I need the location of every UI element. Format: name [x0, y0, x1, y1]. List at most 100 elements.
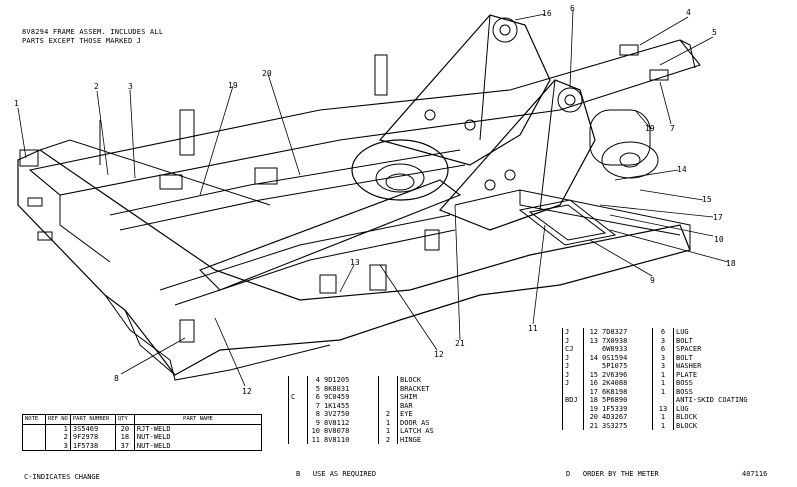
cell-note: J — [562, 362, 584, 371]
cell-name: NUT-WELD — [133, 441, 262, 451]
header-note: NOTE — [25, 416, 39, 423]
cell-name: SPACER — [676, 345, 702, 354]
callout-14: 14 — [677, 165, 687, 174]
callout-16: 16 — [542, 9, 552, 18]
cell-ref: 7 — [315, 401, 320, 410]
cell-ref: 9 — [315, 418, 320, 427]
cell-name: BOLT — [676, 336, 693, 345]
cell-part: 3V2750 — [322, 410, 379, 419]
callout-6: 6 — [570, 4, 575, 13]
cell-ref: 8 — [315, 410, 320, 419]
cell-qty: 1 — [652, 387, 674, 396]
cell-part: 6K8198 — [600, 387, 653, 396]
callout-19a: 19 — [645, 124, 655, 133]
cell-note — [23, 433, 46, 442]
main-frame-outline — [17, 14, 701, 381]
left-table-footnote: C-INDICATES CHANGE — [24, 473, 100, 481]
cell-ref: 10 — [311, 427, 320, 436]
cell-name: BOSS — [676, 379, 693, 388]
cell-name: PLATE — [676, 370, 698, 379]
cell-ref: 1 — [45, 424, 71, 433]
cell-name: EYE — [400, 410, 413, 419]
header-part-number: PART NUMBER — [69, 414, 116, 424]
cell-name: DOOR AS — [400, 418, 430, 427]
callout-3: 3 — [128, 82, 133, 91]
cell-qty: 18 — [114, 433, 135, 442]
cell-part: 7D8327 — [600, 328, 653, 337]
cell-name: BOLT — [676, 353, 693, 362]
cell-qty: 1 — [378, 418, 398, 427]
cell-name: NUT-WELD — [133, 433, 262, 442]
cell-note — [288, 401, 308, 410]
cell-note — [288, 376, 308, 385]
cell-note — [562, 404, 584, 413]
cell-part: 9D1205 — [322, 376, 379, 385]
callout-1: 1 — [14, 99, 19, 108]
callout-19b: 19 — [228, 81, 238, 90]
cell-part: 3S3275 — [600, 421, 653, 430]
callout-18: 18 — [726, 259, 736, 268]
callout-17: 17 — [713, 213, 723, 222]
callout-5: 5 — [712, 28, 717, 37]
cell-note: CJ — [562, 345, 584, 354]
cell-part: 6W8933 — [600, 345, 653, 354]
cell-name: BLOCK — [676, 421, 698, 430]
cell-name: BLOCK — [676, 413, 698, 422]
callout-8: 8 — [114, 374, 119, 383]
cell-part: 8V8078 — [322, 427, 379, 436]
cell-qty: 6 — [652, 345, 674, 354]
cell-name: LATCH AS — [400, 427, 434, 436]
cell-part: 0S1594 — [600, 353, 653, 362]
callout-10: 10 — [714, 235, 724, 244]
cell-part: 3S5469 — [69, 424, 116, 433]
cell-qty — [378, 393, 398, 402]
callout-leaders — [17, 9, 729, 387]
cell-qty — [378, 376, 398, 385]
cell-part: 1F5738 — [69, 441, 116, 451]
cell-qty: 1 — [652, 421, 674, 430]
cell-name: BLOCK — [400, 376, 422, 385]
center-table-footnote: B USE AS REQUIRED — [296, 470, 377, 478]
cell-ref: 11 — [311, 435, 320, 444]
cell-ref: 2 — [45, 433, 71, 442]
cell-note — [288, 384, 308, 393]
callout-11: 11 — [528, 324, 538, 333]
cell-ref — [584, 362, 601, 371]
right-table-footnote: D ORDER BY THE METER — [566, 470, 659, 478]
cell-part: 8K8031 — [322, 384, 379, 393]
cell-ref: 6 — [315, 393, 320, 402]
cell-qty: 37 — [114, 441, 135, 451]
cell-ref: 12 — [589, 328, 598, 337]
cell-qty: 13 — [652, 404, 674, 413]
cell-ref: 19 — [589, 404, 598, 413]
cell-ref: 14 — [589, 353, 598, 362]
cell-ref: 13 — [589, 336, 598, 345]
cell-part: 2V6396 — [600, 370, 653, 379]
cell-qty — [378, 401, 398, 410]
callout-21: 21 — [455, 339, 465, 348]
cell-ref: 21 — [589, 421, 598, 430]
cell-name: ANTI-SKID COATING — [676, 396, 748, 405]
header-part-name: PART NAME — [133, 414, 262, 424]
cell-ref: 20 — [589, 413, 598, 422]
header-ref: REF NO — [45, 414, 71, 424]
cell-name: LUG — [676, 404, 689, 413]
cell-part: 5P1075 — [600, 362, 653, 371]
cell-name: SHIM — [400, 393, 417, 402]
cell-note — [562, 421, 584, 430]
cell-qty: 1 — [652, 370, 674, 379]
cell-ref — [584, 345, 601, 354]
cell-note — [288, 435, 308, 444]
